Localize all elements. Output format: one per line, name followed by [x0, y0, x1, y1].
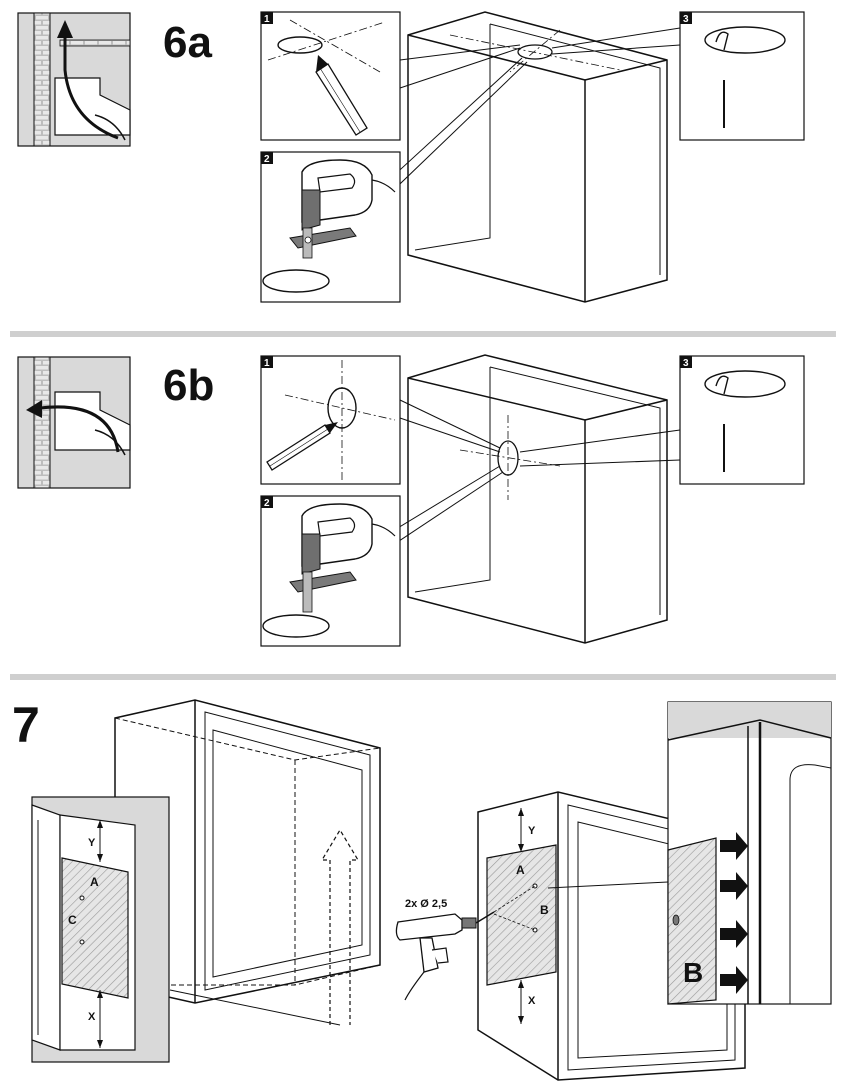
pencil-icon: [315, 55, 368, 136]
svg-text:A: A: [516, 863, 525, 877]
exhaust-up-thumbnail: [17, 12, 131, 147]
push-arrow-icon: [720, 832, 748, 994]
svg-text:2: 2: [264, 498, 270, 509]
svg-text:2: 2: [264, 154, 270, 165]
airflow-up-arrow-icon: [63, 35, 119, 140]
svg-text:B: B: [540, 903, 549, 917]
cabinet-6b: [407, 354, 668, 644]
airflow-back-arrow-icon: [39, 405, 120, 453]
inset-6a-1-marking: 1: [260, 11, 401, 141]
svg-text:1: 1: [264, 14, 270, 25]
inset-6b-1-marking: 1: [260, 355, 401, 485]
mounting-template: [486, 844, 557, 986]
step-6b: 6b 1: [17, 354, 805, 647]
cabinet-7-left: [114, 699, 381, 1026]
mounting-template: [61, 857, 129, 999]
step-6a-label: 6a: [163, 18, 212, 67]
svg-text:X: X: [88, 1011, 96, 1023]
slide-up-arrow-icon: [320, 828, 360, 1025]
section-divider: [10, 331, 836, 337]
svg-text:C: C: [68, 913, 77, 927]
inset-7-right-mounting: B: [667, 701, 832, 1005]
svg-text:Y: Y: [88, 837, 96, 849]
svg-text:1: 1: [264, 358, 270, 369]
inset-6b-3-tape: 3: [679, 355, 805, 485]
cutout-circle: [517, 44, 553, 60]
inset-6a-3-tape: 3: [679, 11, 805, 141]
step-7-label: 7: [12, 697, 40, 753]
inset-7-left-template: Y X A C: [31, 796, 170, 1063]
svg-text:X: X: [528, 995, 536, 1007]
drill-icon: 2x Ø 2,5: [395, 898, 495, 1001]
svg-text:3: 3: [683, 14, 689, 25]
pencil-icon: [266, 422, 338, 471]
jigsaw-icon: [289, 159, 396, 259]
jigsaw-icon: [289, 503, 396, 613]
exhaust-back-thumbnail: [17, 356, 131, 489]
svg-text:A: A: [90, 875, 99, 889]
svg-text:Y: Y: [528, 825, 536, 837]
svg-text:2x Ø 2,5: 2x Ø 2,5: [405, 898, 447, 910]
step-6a: 6a 1: [17, 11, 805, 303]
mounting-plate: [667, 837, 717, 1005]
section-divider: [10, 674, 836, 680]
inset-6b-2-jigsaw: 2: [260, 495, 401, 647]
cabinet-6a: [407, 11, 668, 303]
callout-leaders-6a: [377, 27, 681, 206]
inset-6a-2-jigsaw: 2: [260, 151, 401, 303]
svg-text:B: B: [683, 957, 703, 988]
step-6b-label: 6b: [163, 361, 214, 410]
step-7: 7 Y X A C: [12, 697, 832, 1081]
svg-text:3: 3: [683, 358, 689, 369]
